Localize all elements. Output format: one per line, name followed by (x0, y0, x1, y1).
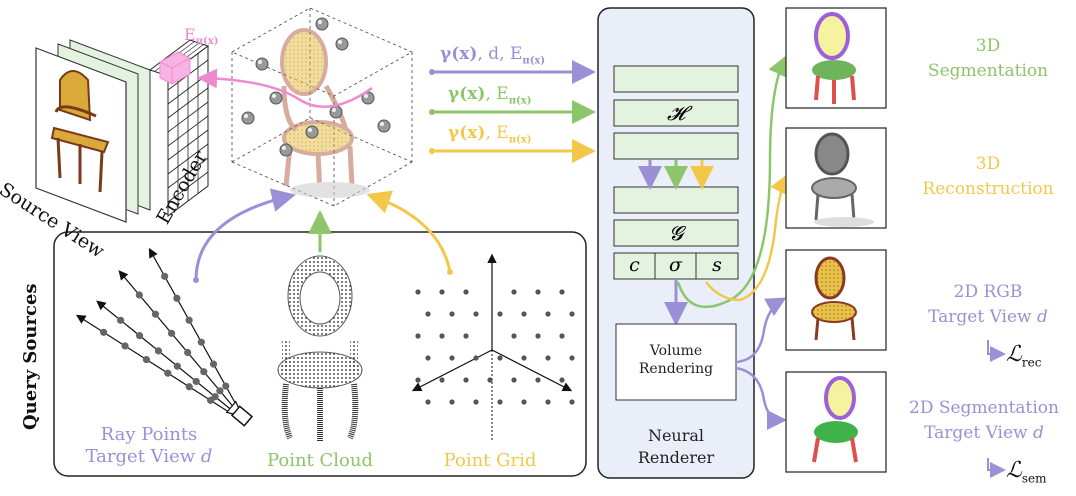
ray-sample-dots (100, 272, 230, 404)
layer-box-1 (613, 65, 739, 93)
source-chair-image (50, 70, 110, 193)
grid-query-arrow (366, 190, 452, 273)
seg3d-label: 3D Segmentation (927, 36, 1049, 81)
seg3d-chair (812, 12, 856, 104)
feature-sample-arrow (197, 68, 373, 108)
point-cloud-chair (277, 255, 363, 442)
ray-query-arrow (194, 188, 296, 281)
g-label: 𝓖 (668, 221, 684, 245)
g-layer-box (613, 219, 739, 247)
point-grid-figure (411, 253, 573, 440)
scene-spheres (241, 17, 391, 157)
query-sources-title: Query Sources (20, 283, 41, 430)
sigma-label: σ (669, 254, 682, 276)
input-label-purple: γ(x), d, Eπ(x) (440, 44, 546, 67)
seg3d-arrow (676, 55, 787, 309)
c-label: c (629, 254, 640, 276)
rgb2d-arrow (735, 297, 787, 364)
s-label: s (712, 254, 722, 276)
layer-box-4 (613, 186, 739, 214)
ray-points-label: Ray Points Target View d (85, 424, 213, 467)
output-heads-box (613, 252, 739, 280)
rec3d-chair (811, 132, 874, 227)
scene-chair (280, 28, 370, 198)
loss-rec-arrow (987, 340, 1006, 362)
layer-box-3 (613, 132, 739, 160)
seg2d-label: 2D Segmentation Target View d (909, 398, 1059, 443)
rec3d-label: 3D Reconstruction (922, 154, 1054, 199)
seg2d-chair (812, 376, 858, 463)
input-label-yellow: γ(x), Eπ(x) (448, 123, 532, 146)
point-grid-label: Point Grid (443, 450, 537, 471)
point-cloud-label: Point Cloud (266, 450, 373, 471)
feature-label: Eπ(x) (184, 25, 219, 48)
seg2d-arrow (735, 366, 787, 430)
volume-rendering-box (615, 323, 737, 401)
loss-sem-arrow (987, 458, 1006, 478)
point-grid-dots (415, 289, 575, 405)
feature-cube (158, 51, 192, 85)
rgb2d-chair (811, 256, 857, 341)
loss-rec-label: ℒrec (1006, 342, 1042, 370)
rgb2d-label: 2D RGB Target View d (928, 282, 1048, 327)
neural-renderer-label: Neural Renderer (637, 426, 715, 467)
h-layer-box (613, 99, 739, 127)
loss-sem-label: ℒsem (1006, 458, 1047, 486)
input-label-green: γ(x), Eπ(x) (448, 84, 532, 107)
h-label: 𝓗 (666, 101, 686, 125)
rec3d-arrow (705, 173, 789, 302)
volume-rendering-label: Volume Rendering (638, 343, 714, 377)
